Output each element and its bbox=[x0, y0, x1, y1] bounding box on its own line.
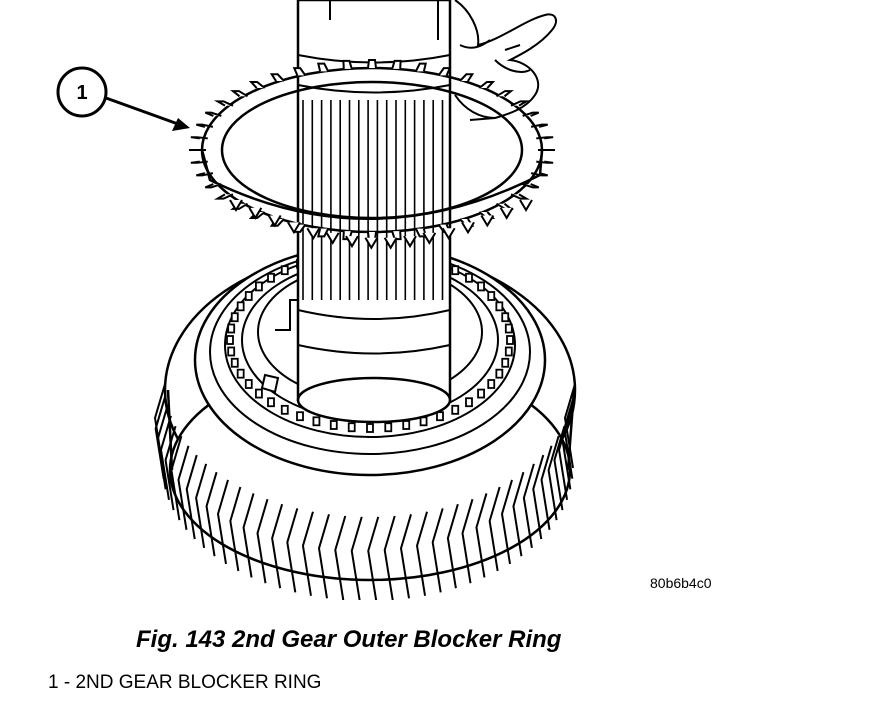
callout-number: 1 bbox=[76, 82, 87, 104]
blocker-ring bbox=[189, 59, 555, 250]
callout-1: 1 bbox=[56, 66, 190, 131]
legend-item-1: 1 - 2ND GEAR BLOCKER RING bbox=[48, 672, 322, 693]
image-code: 80b6b4c0 bbox=[650, 575, 712, 591]
hand-drawing bbox=[454, 0, 557, 121]
blocker-ring-illustration: 1 bbox=[56, 0, 577, 600]
figure-caption: Fig. 143 2nd Gear Outer Blocker Ring bbox=[136, 626, 562, 653]
